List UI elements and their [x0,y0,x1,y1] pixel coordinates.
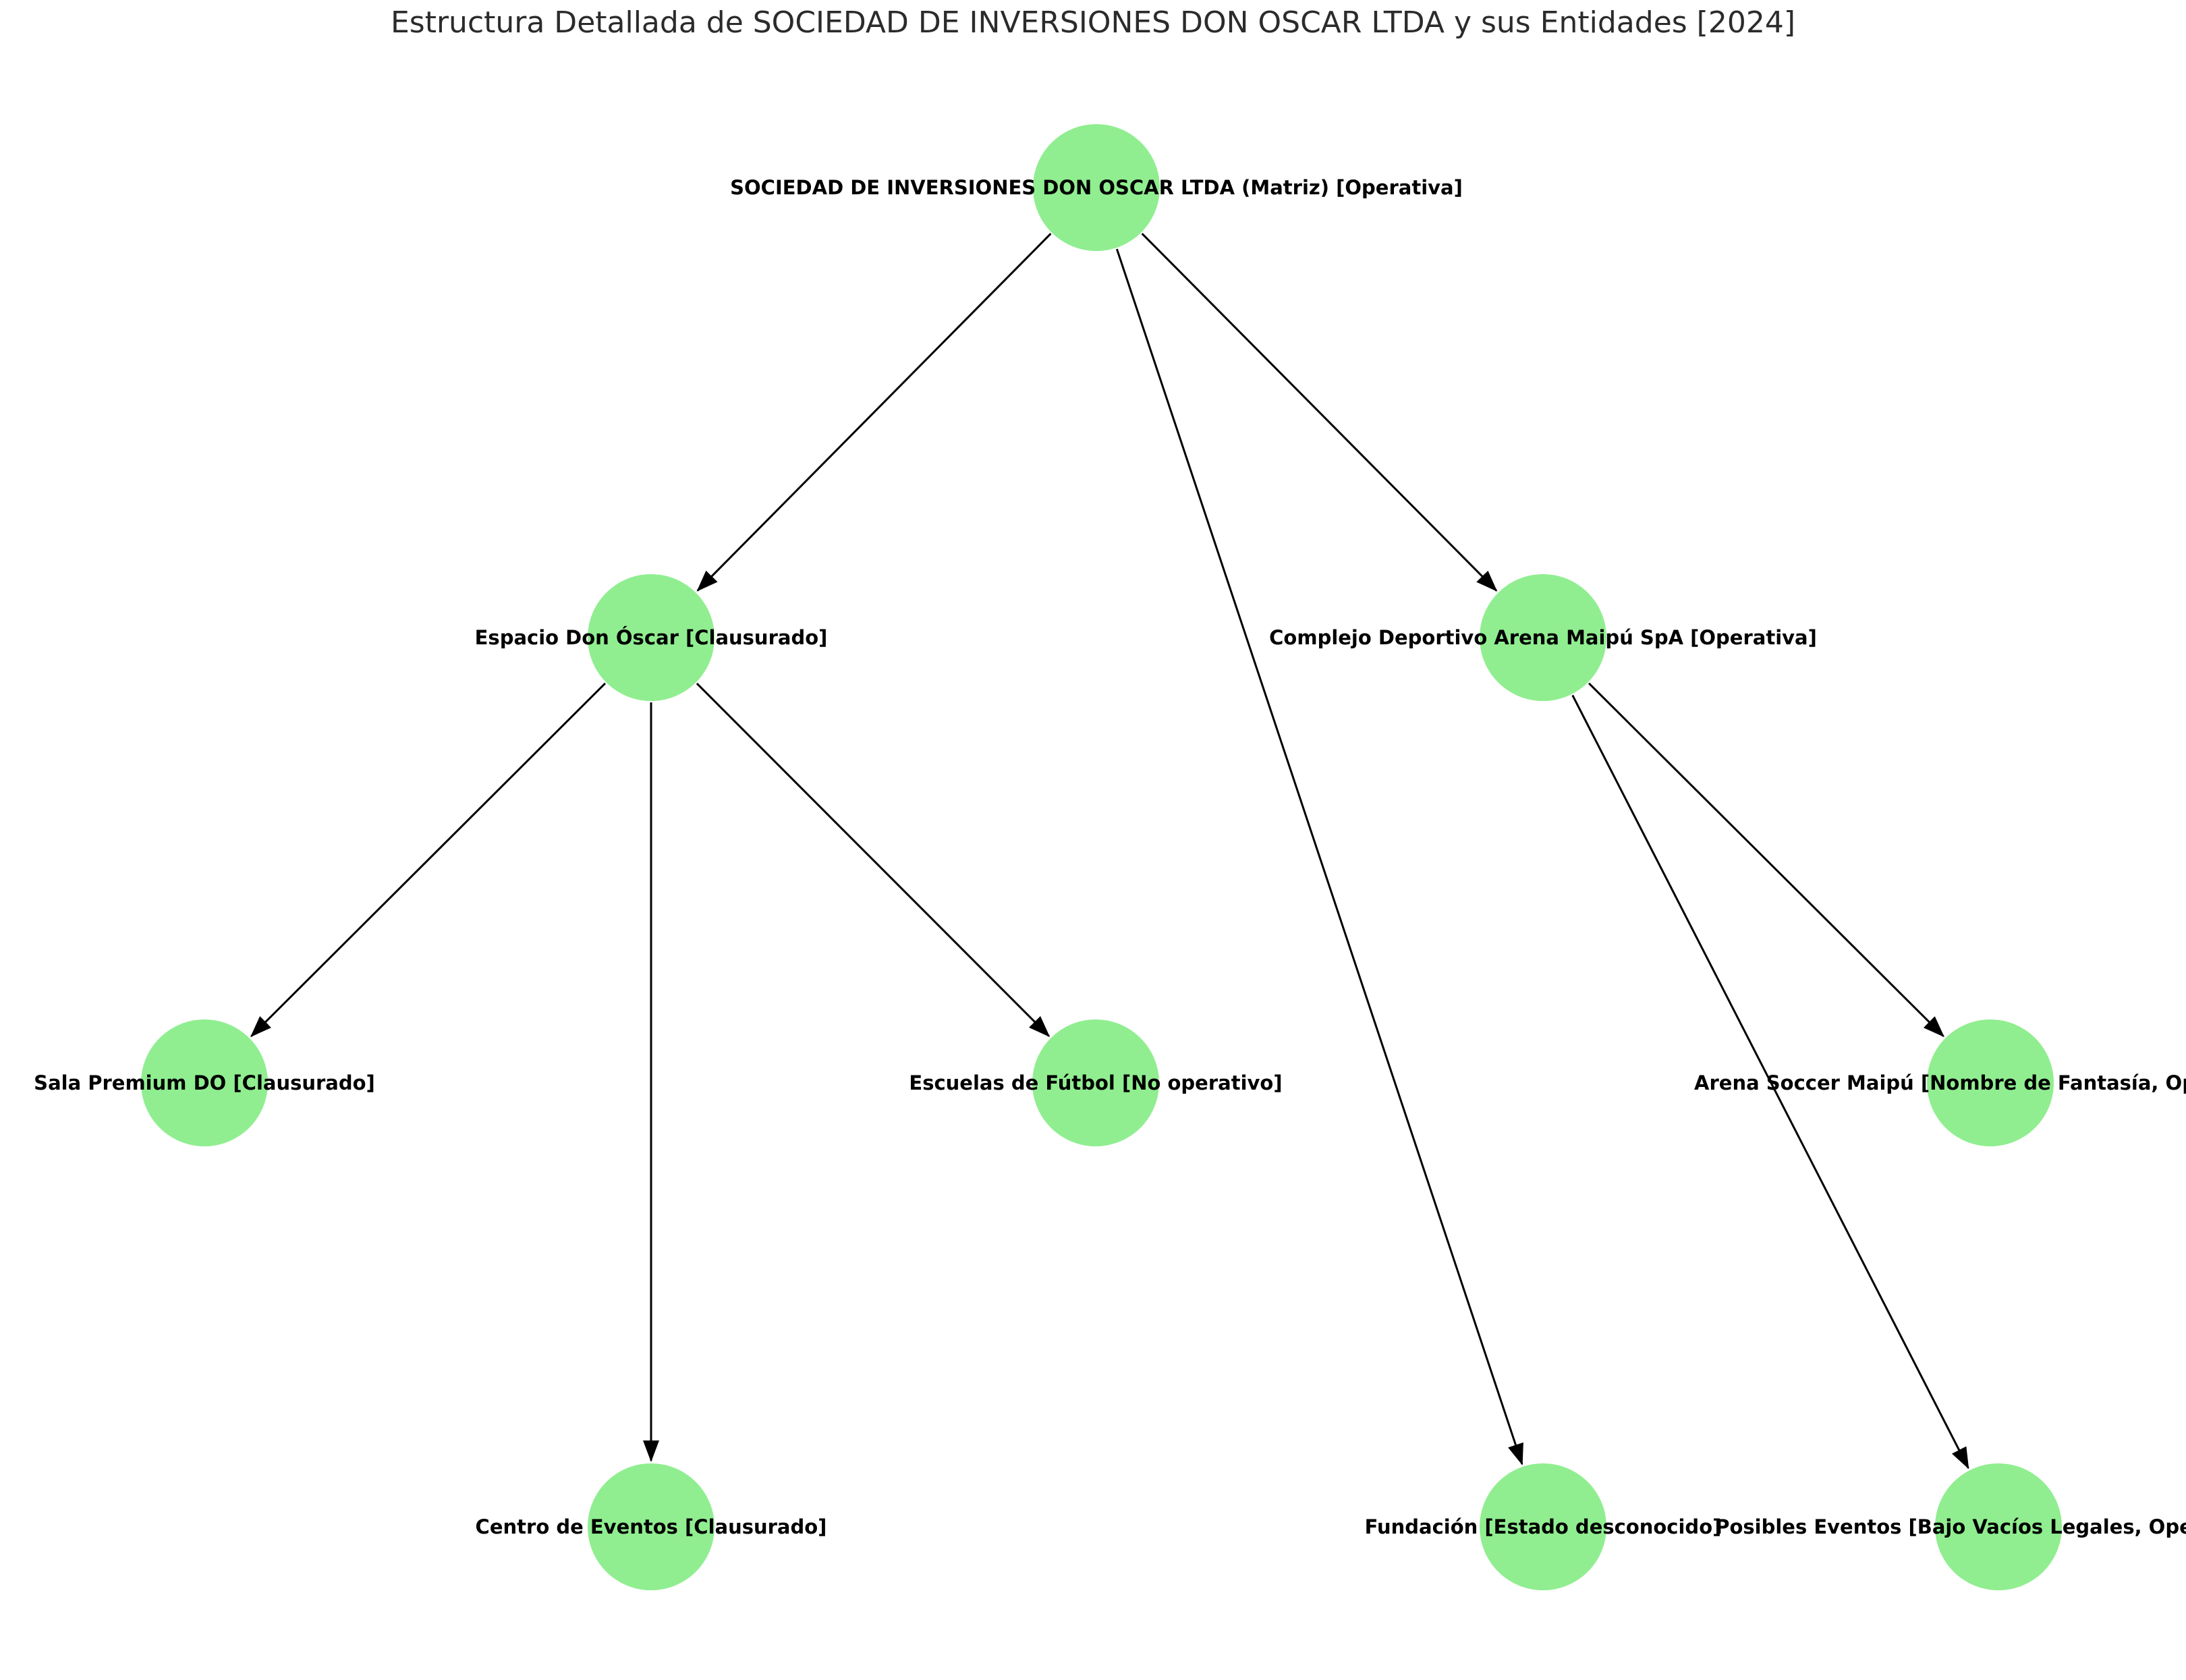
graph-node-sala [141,1019,268,1146]
edge-matriz-to-fundacion [1115,248,1523,1465]
edge-matriz-to-complejo [1141,233,1498,592]
node-label-posibles: Posibles Eventos [Bajo Vacíos Legales, O… [1715,1515,2186,1538]
graph-node-matriz [1033,124,1160,251]
graph-node-espacio [588,574,714,701]
edge-complejo-to-arena [1588,682,1944,1038]
node-label-escuelas: Escuelas de Fútbol [No operativo] [909,1071,1283,1094]
graph-node-fundacion [1480,1463,1606,1590]
node-label-fundacion: Fundación [Estado desconocido] [1364,1515,1722,1538]
diagram-title: Estructura Detallada de SOCIEDAD DE INVE… [390,5,1795,40]
edge-espacio-to-escuelas [696,682,1050,1038]
node-label-complejo: Complejo Deportivo Arena Maipú SpA [Oper… [1269,625,1817,649]
node-label-arena: Arena Soccer Maipú [Nombre de Fantasía, … [1694,1071,2186,1094]
graph-node-centro [588,1463,714,1590]
node-label-espacio: Espacio Don Óscar [Clausurado] [474,625,828,649]
graph-node-escuelas [1032,1019,1159,1146]
node-label-centro: Centro de Eventos [Clausurado] [475,1515,827,1538]
edge-espacio-to-sala [250,682,607,1038]
graph-node-posibles [1935,1463,2062,1590]
edge-complejo-to-posibles [1571,694,1969,1469]
graph-node-arena [1927,1019,2054,1146]
node-label-sala: Sala Premium DO [Clausurado] [34,1071,375,1094]
edge-matriz-to-espacio [696,233,1052,592]
graph-node-complejo [1480,574,1606,701]
node-label-matriz: SOCIEDAD DE INVERSIONES DON OSCAR LTDA (… [730,175,1463,199]
